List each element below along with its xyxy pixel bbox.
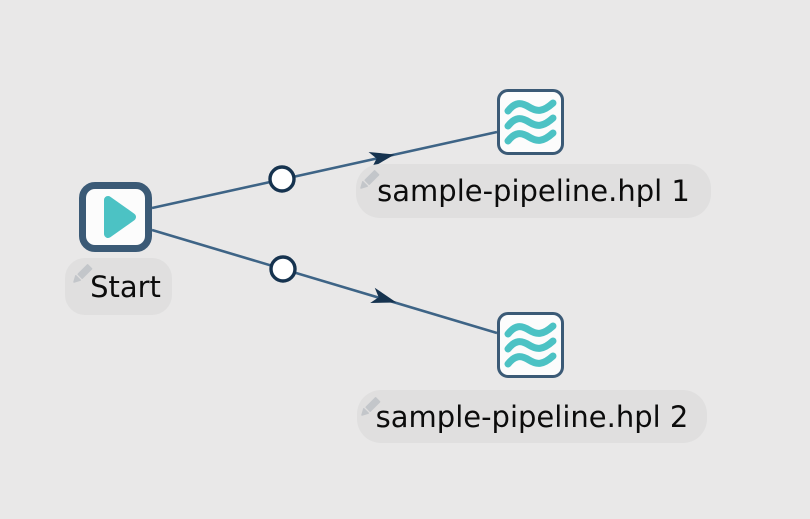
action-label-text-pipeline-1: sample-pipeline.hpl 1 — [377, 174, 690, 208]
action-node-start[interactable] — [79, 182, 152, 252]
action-label-text-start: Start — [90, 269, 161, 304]
waves-pipeline-icon — [504, 99, 556, 145]
action-label-start[interactable]: Start — [65, 258, 172, 315]
pencil-edit-icon — [360, 170, 380, 189]
hop-line-start-to-pipeline-1[interactable] — [151, 130, 498, 210]
action-label-text-pipeline-2: sample-pipeline.hpl 2 — [375, 399, 689, 434]
hop-arrowhead-1 — [368, 152, 395, 168]
action-label-pipeline-2[interactable]: sample-pipeline.hpl 2 — [357, 390, 707, 443]
hop-arrowhead-2 — [370, 287, 397, 304]
action-node-pipeline-1[interactable] — [497, 89, 564, 155]
hop-marker-circle-2[interactable] — [269, 255, 297, 283]
waves-pipeline-icon — [504, 322, 556, 368]
action-label-pipeline-1[interactable]: sample-pipeline.hpl 1 — [356, 164, 711, 218]
play-icon — [104, 196, 136, 238]
hop-line-start-to-pipeline-2[interactable] — [151, 228, 498, 335]
pencil-edit-icon — [361, 397, 381, 416]
pencil-edit-icon — [73, 264, 93, 283]
hop-marker-circle-1[interactable] — [268, 165, 296, 193]
action-node-pipeline-2[interactable] — [497, 312, 564, 378]
